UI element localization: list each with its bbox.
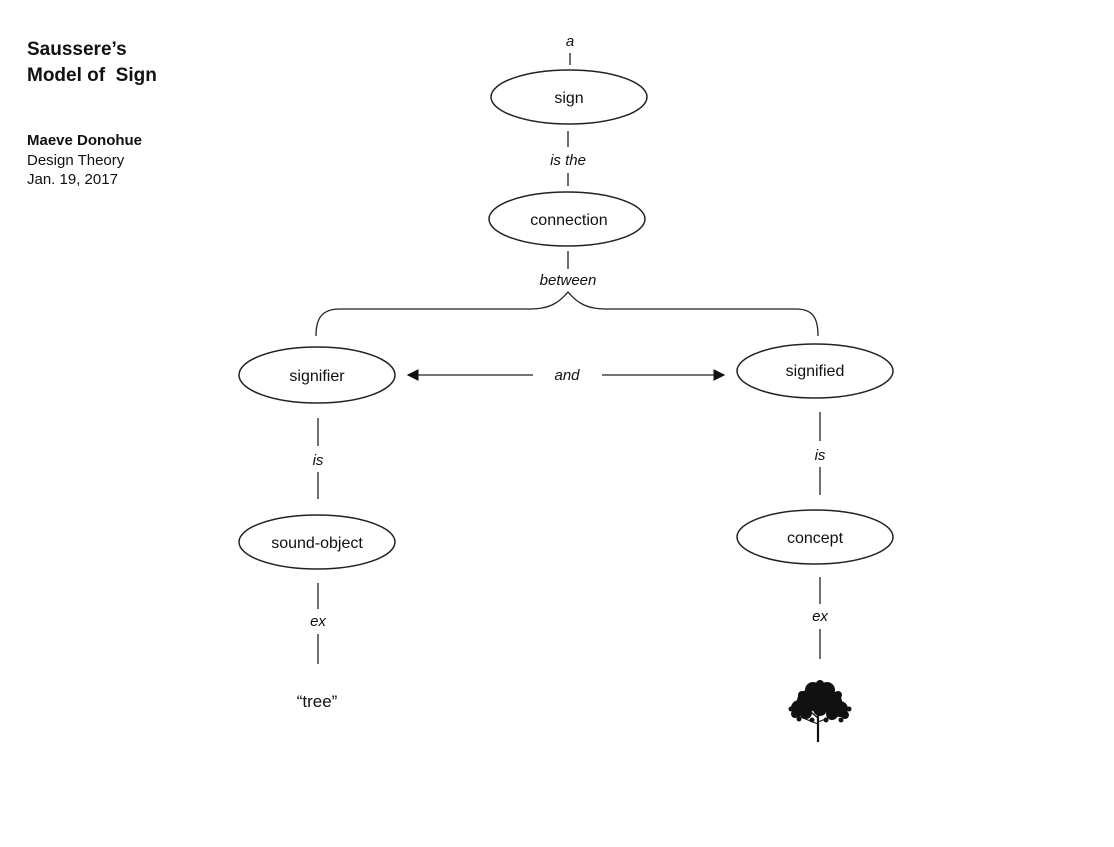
sound-object-label: sound-object: [271, 535, 363, 552]
course-name: Design Theory: [27, 151, 125, 169]
signifier-label: signifier: [289, 368, 345, 385]
connector-is-the: is the: [550, 152, 586, 169]
title-line-2: Model of Sign: [27, 65, 157, 86]
author-name: Maeve Donohue: [27, 132, 143, 149]
signified-node: [736, 343, 894, 399]
tree-icon: [788, 680, 852, 742]
connection-label: connection: [530, 212, 607, 229]
sound-object-node: [238, 514, 396, 570]
sign-label: sign: [554, 90, 583, 107]
connector-between: between: [540, 272, 597, 289]
connector-ex-left: ex: [310, 613, 326, 630]
diagram-title: Saussere’s Model of Sign: [27, 37, 157, 89]
example-word-tree: “tree”: [297, 692, 338, 711]
sign-node: [490, 69, 648, 125]
connector-is-right: is: [815, 447, 826, 464]
author-block: Maeve Donohue Design Theory Jan. 19, 201…: [27, 131, 142, 190]
connector-is-left: is: [313, 452, 324, 469]
date-text: Jan. 19, 2017: [27, 171, 118, 188]
signified-label: signified: [786, 363, 845, 380]
concept-node: [736, 509, 894, 565]
connector-ex-right: ex: [812, 608, 828, 625]
connector-and: and: [554, 367, 580, 384]
title-line-1: Saussere’s: [27, 39, 127, 60]
signifier-node: [238, 346, 396, 404]
concept-label: concept: [787, 530, 844, 547]
connector-a: a: [566, 33, 574, 50]
connection-node: [488, 191, 646, 247]
brace: [315, 290, 819, 337]
